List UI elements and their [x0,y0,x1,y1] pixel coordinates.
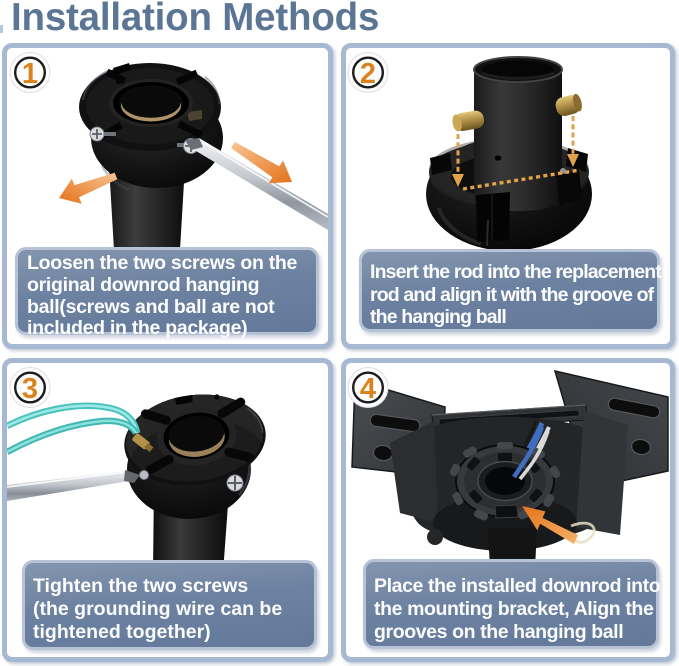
svg-text:3: 3 [22,373,38,405]
svg-text:2: 2 [360,58,376,90]
svg-text:4: 4 [360,373,376,405]
svg-text:1: 1 [22,58,38,90]
